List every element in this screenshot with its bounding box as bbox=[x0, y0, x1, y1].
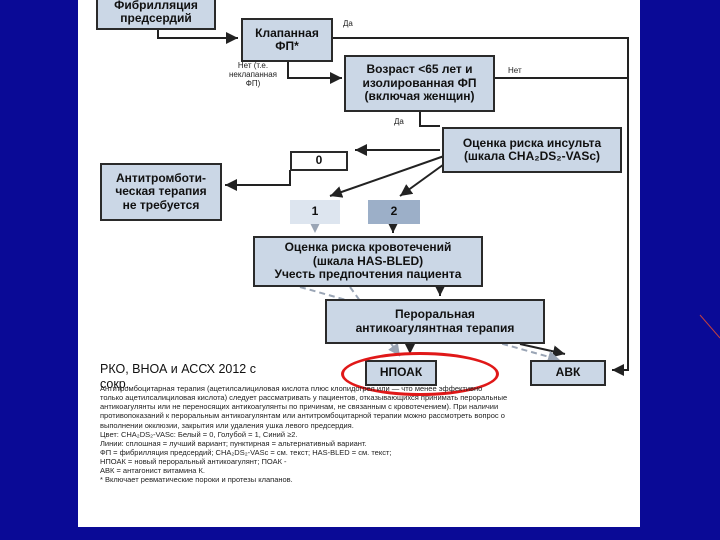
box-stroke-risk: Оценка риска инсульта (шкала CHA₂DS₂-VAS… bbox=[442, 127, 622, 173]
legend-line: противопоказаний к пероральным антикоагу… bbox=[100, 411, 505, 421]
box-avk: АВК bbox=[530, 360, 606, 386]
legend-line: выполнении окклюзии, закрытия или удален… bbox=[100, 420, 354, 430]
source-caption: РКО, ВНОА и АССХ 2012 с сокр. bbox=[100, 362, 256, 391]
box-atrial-fibrillation: Фибрилляция предсердий bbox=[96, 0, 216, 30]
legend-line: НПОАК = новый пероральный антикоагулянт;… bbox=[100, 457, 287, 467]
label-yes-valvular: Да bbox=[343, 19, 353, 28]
legend-line: антикоагулянты или не переносящих антико… bbox=[100, 402, 499, 412]
box-oral-anticoagulation: Пероральная антикоагулянтная терапия bbox=[325, 299, 545, 344]
box-no-antithrombotic: Антитромботи- ческая терапия не требуетс… bbox=[100, 163, 222, 221]
box-score-two: 2 bbox=[368, 200, 420, 224]
label-no-age: Нет bbox=[508, 66, 522, 75]
legend-line: ФП = фибрилляция предсердий; CHA₂DS₂-VAS… bbox=[100, 447, 392, 457]
legend-line: АВК = антагонист витамина К. bbox=[100, 466, 205, 476]
box-score-zero: 0 bbox=[290, 151, 348, 171]
highlight-ellipse bbox=[341, 352, 499, 396]
box-score-one: 1 bbox=[290, 200, 340, 224]
label-no-nonvalvular: Нет (т.е. неклапанная ФП) bbox=[229, 61, 277, 88]
decor-line bbox=[699, 314, 720, 339]
box-bleeding-risk: Оценка риска кровотечений (шкала HAS-BLE… bbox=[253, 236, 483, 287]
box-valvular-af: Клапанная ФП* bbox=[241, 18, 333, 62]
legend-line: Линии: сплошная = лучший вариант; пункти… bbox=[100, 438, 367, 448]
legend-notes: Антитромбоцитарная терапия (ацетилсалици… bbox=[100, 384, 530, 485]
legend-line: Антитромбоцитарная терапия (ацетилсалици… bbox=[100, 384, 483, 393]
legend-line: только ацетилсалициловая кислота) следуе… bbox=[100, 393, 508, 403]
label-yes-age: Да bbox=[394, 117, 404, 126]
legend-line: * Включает ревматические пороки и протез… bbox=[100, 475, 293, 485]
box-age-isolated-af: Возраст <65 лет и изолированная ФП (вклю… bbox=[344, 55, 495, 112]
legend-line: Цвет: CHA₂DS₂-VASc: Белый = 0, Голубой =… bbox=[100, 429, 298, 439]
